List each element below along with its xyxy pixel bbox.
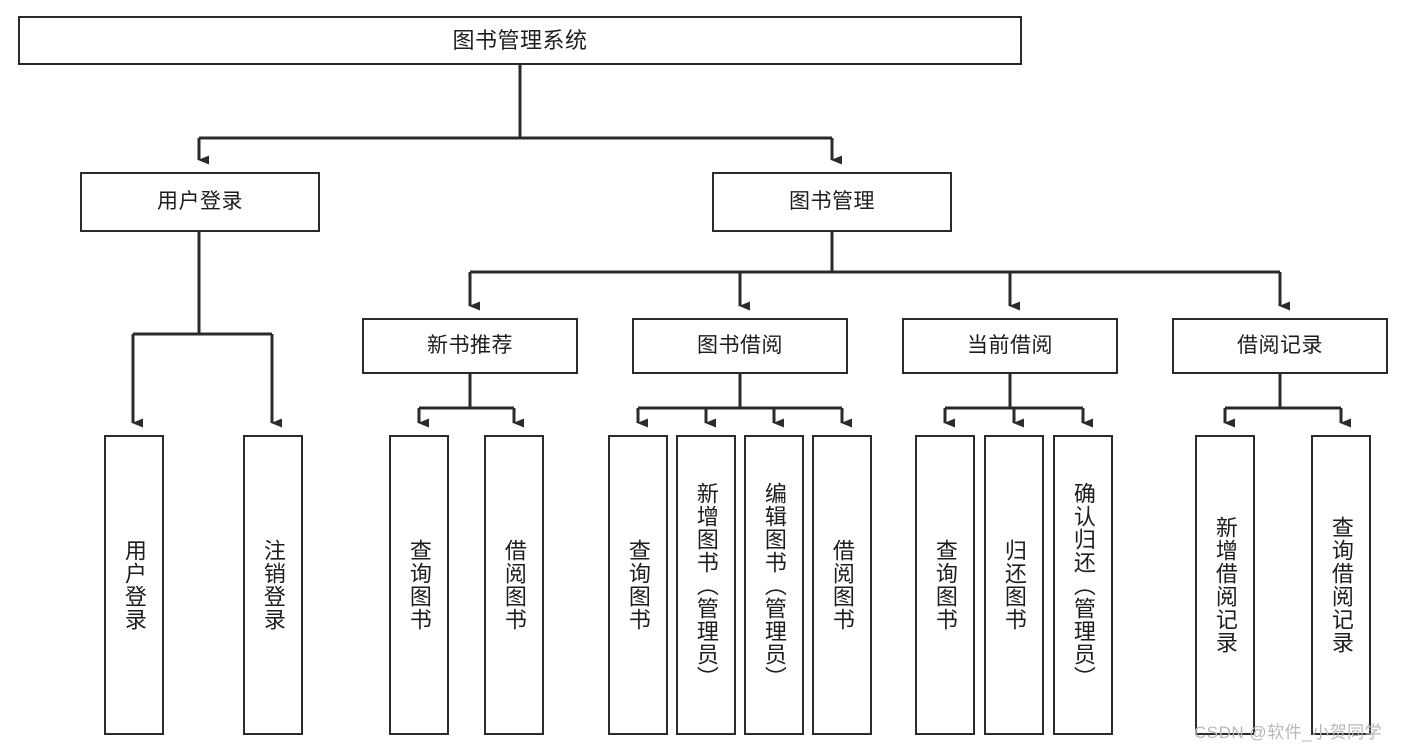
node-leaf-edit-book-admin[interactable]: 编辑图书（管理员） <box>744 435 804 735</box>
connector-book-management-to-level2 <box>468 232 1290 311</box>
csdn-watermark: CSDN @软件_小贺同学 <box>1194 723 1383 742</box>
node-leaf-borrow-book[interactable]: 借阅图书 <box>812 435 872 735</box>
node-user-login-label: 用户登录 <box>157 189 243 213</box>
node-leaf-query-book-recommend-label: 查询图书 <box>406 539 432 631</box>
node-user-login[interactable]: 用户登录 <box>80 172 320 232</box>
node-leaf-add-book-admin-label: 新增图书（管理员） <box>693 481 719 689</box>
node-leaf-add-borrow-record[interactable]: 新增借阅记录 <box>1195 435 1255 735</box>
node-leaf-borrow-book-label: 借阅图书 <box>829 539 855 631</box>
node-leaf-logout-login-label: 注销登录 <box>260 539 286 631</box>
node-leaf-query-book-current-label: 查询图书 <box>932 539 958 631</box>
node-leaf-borrow-book-recommend[interactable]: 借阅图书 <box>484 435 544 735</box>
node-leaf-query-borrow-record[interactable]: 查询借阅记录 <box>1311 435 1371 735</box>
node-leaf-user-login[interactable]: 用户登录 <box>104 435 164 735</box>
node-root[interactable]: 图书管理系统 <box>18 16 1022 65</box>
node-leaf-add-borrow-record-label: 新增借阅记录 <box>1212 516 1238 654</box>
node-leaf-confirm-return-admin-label: 确认归还（管理员） <box>1070 481 1096 689</box>
connector-borrow-record-to-leaves <box>1223 374 1351 428</box>
connector-root-to-level1 <box>197 65 842 165</box>
node-leaf-return-book[interactable]: 归还图书 <box>984 435 1044 735</box>
node-leaf-add-book-admin[interactable]: 新增图书（管理员） <box>676 435 736 735</box>
node-book-borrow-label: 图书借阅 <box>697 333 783 357</box>
connector-current-borrow-to-leaves <box>943 374 1093 428</box>
node-borrow-record[interactable]: 借阅记录 <box>1172 318 1388 374</box>
node-leaf-query-book-current[interactable]: 查询图书 <box>915 435 975 735</box>
node-leaf-query-book-borrow-label: 查询图书 <box>625 539 651 631</box>
node-book-management[interactable]: 图书管理 <box>712 172 952 232</box>
node-leaf-edit-book-admin-label: 编辑图书（管理员） <box>761 481 787 689</box>
node-current-borrow-label: 当前借阅 <box>967 333 1053 357</box>
node-new-book-recommend-label: 新书推荐 <box>427 333 513 357</box>
node-leaf-confirm-return-admin[interactable]: 确认归还（管理员） <box>1053 435 1113 735</box>
connector-new-book-recommend-to-leaves <box>417 374 524 428</box>
node-leaf-return-book-label: 归还图书 <box>1001 539 1027 631</box>
node-new-book-recommend[interactable]: 新书推荐 <box>362 318 578 374</box>
node-book-management-label: 图书管理 <box>789 189 875 213</box>
node-leaf-query-book-recommend[interactable]: 查询图书 <box>389 435 449 735</box>
node-borrow-record-label: 借阅记录 <box>1237 333 1323 357</box>
connector-book-borrow-to-leaves <box>636 374 852 428</box>
node-root-label: 图书管理系统 <box>452 27 588 53</box>
connector-user-login-to-leaves <box>131 232 282 428</box>
node-book-borrow[interactable]: 图书借阅 <box>632 318 848 374</box>
node-leaf-query-book-borrow[interactable]: 查询图书 <box>608 435 668 735</box>
node-current-borrow[interactable]: 当前借阅 <box>902 318 1118 374</box>
node-leaf-user-login-label: 用户登录 <box>121 539 147 631</box>
node-leaf-logout-login[interactable]: 注销登录 <box>243 435 303 735</box>
node-leaf-query-borrow-record-label: 查询借阅记录 <box>1328 516 1354 654</box>
node-leaf-borrow-book-recommend-label: 借阅图书 <box>501 539 527 631</box>
